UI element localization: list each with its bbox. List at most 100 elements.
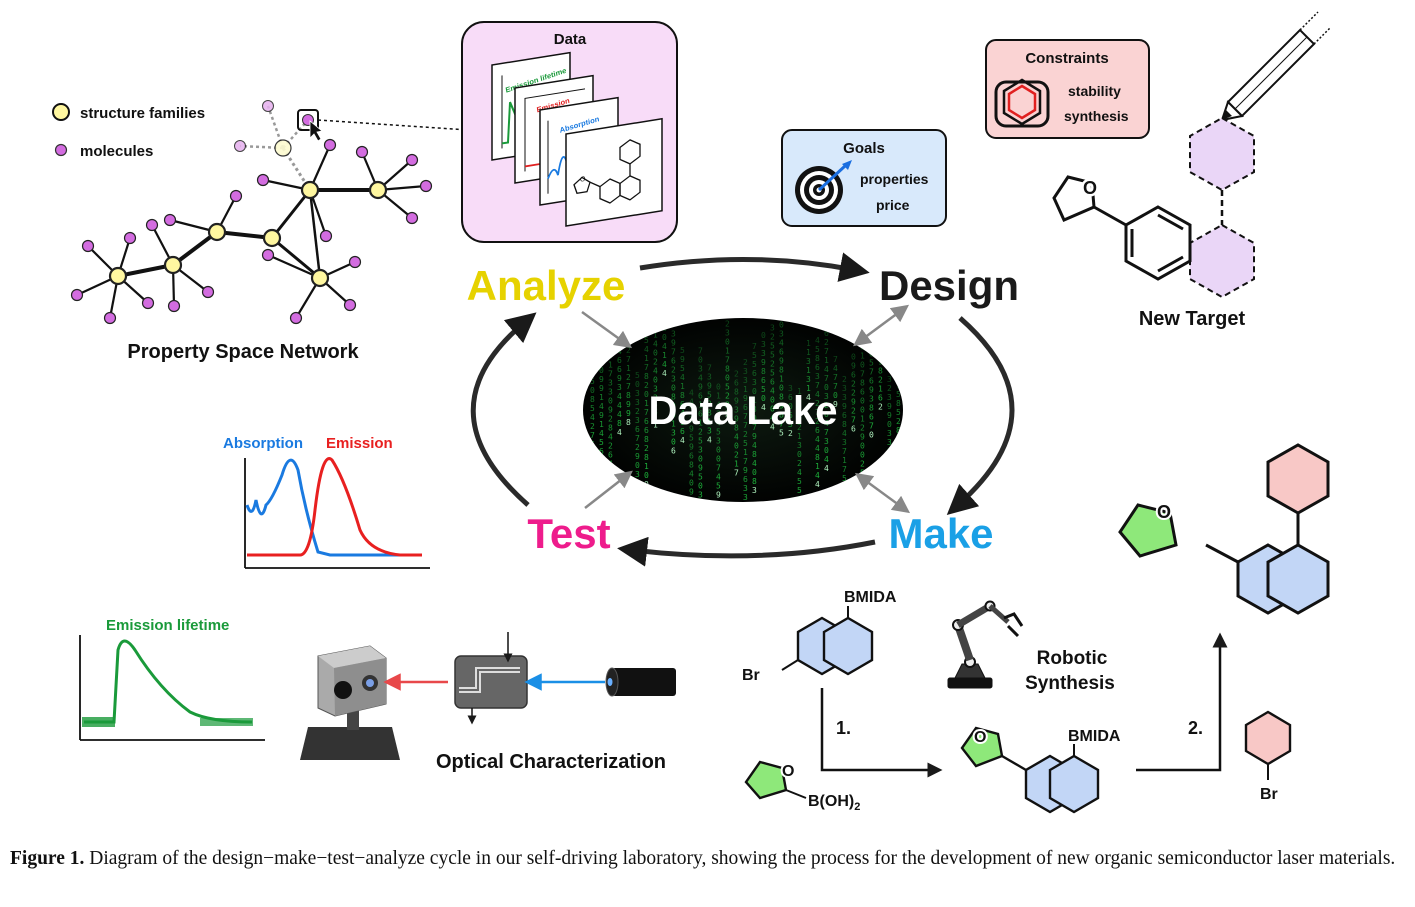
svg-text:8: 8 bbox=[653, 322, 658, 331]
svg-text:1: 1 bbox=[797, 387, 802, 396]
svg-text:0: 0 bbox=[779, 383, 784, 392]
svg-text:5: 5 bbox=[590, 377, 595, 386]
svg-text:3: 3 bbox=[752, 486, 757, 495]
svg-text:6: 6 bbox=[608, 451, 613, 460]
svg-text:2: 2 bbox=[716, 410, 721, 419]
svg-text:8: 8 bbox=[896, 426, 901, 435]
svg-text:2: 2 bbox=[725, 409, 730, 418]
molecule-node bbox=[343, 298, 357, 312]
caption-figure-label: Figure 1. bbox=[10, 848, 85, 869]
svg-text:2: 2 bbox=[725, 391, 730, 400]
svg-text:3: 3 bbox=[779, 329, 784, 338]
svg-text:7: 7 bbox=[752, 342, 757, 351]
svg-text:9: 9 bbox=[689, 487, 694, 496]
svg-text:1: 1 bbox=[671, 420, 676, 429]
target-icon bbox=[795, 160, 852, 214]
svg-text:4: 4 bbox=[698, 374, 703, 383]
svg-text:3: 3 bbox=[635, 389, 640, 398]
svg-text:2: 2 bbox=[797, 423, 802, 432]
svg-text:2: 2 bbox=[644, 381, 649, 390]
svg-text:1: 1 bbox=[779, 374, 784, 383]
svg-text:6: 6 bbox=[590, 440, 595, 449]
svg-text:4: 4 bbox=[716, 401, 721, 410]
arrow-design-lake bbox=[852, 304, 910, 347]
svg-text:3: 3 bbox=[770, 324, 775, 333]
svg-text:5: 5 bbox=[896, 408, 901, 417]
svg-text:0: 0 bbox=[860, 442, 865, 451]
svg-text:6: 6 bbox=[869, 412, 874, 421]
svg-text:5: 5 bbox=[725, 382, 730, 391]
svg-text:1: 1 bbox=[878, 384, 883, 393]
svg-text:0: 0 bbox=[725, 373, 730, 382]
boronic-oxygen: O bbox=[782, 763, 794, 780]
step1-arrow bbox=[820, 688, 943, 778]
svg-text:8: 8 bbox=[842, 420, 847, 429]
svg-text:7: 7 bbox=[842, 465, 847, 474]
svg-text:6: 6 bbox=[842, 411, 847, 420]
svg-text:3: 3 bbox=[896, 372, 901, 381]
svg-text:4: 4 bbox=[770, 414, 775, 423]
svg-text:0: 0 bbox=[842, 510, 847, 519]
svg-text:3: 3 bbox=[743, 493, 748, 502]
svg-text:6: 6 bbox=[743, 403, 748, 412]
molecule-node bbox=[323, 138, 337, 152]
svg-text:9: 9 bbox=[887, 411, 892, 420]
svg-text:5: 5 bbox=[797, 477, 802, 486]
legend-families-label: structure families bbox=[80, 105, 205, 122]
svg-text:3: 3 bbox=[635, 470, 640, 479]
svg-text:3: 3 bbox=[797, 441, 802, 450]
svg-text:8: 8 bbox=[689, 460, 694, 469]
svg-text:2: 2 bbox=[734, 370, 739, 379]
robot-arm-icon bbox=[947, 600, 1024, 689]
svg-text:2: 2 bbox=[896, 417, 901, 426]
legend-family-dot bbox=[52, 103, 70, 121]
svg-text:5: 5 bbox=[689, 496, 694, 505]
svg-text:9: 9 bbox=[689, 424, 694, 433]
svg-text:0: 0 bbox=[698, 455, 703, 464]
svg-text:0: 0 bbox=[698, 482, 703, 491]
svg-text:3: 3 bbox=[887, 429, 892, 438]
robotic-label-2: Synthesis bbox=[1025, 673, 1115, 694]
svg-text:2: 2 bbox=[653, 403, 658, 412]
svg-text:1: 1 bbox=[806, 384, 811, 393]
svg-text:5: 5 bbox=[770, 342, 775, 351]
svg-text:8: 8 bbox=[608, 424, 613, 433]
svg-text:5: 5 bbox=[680, 346, 685, 355]
svg-text:1: 1 bbox=[590, 350, 595, 359]
svg-text:3: 3 bbox=[608, 352, 613, 361]
svg-text:9: 9 bbox=[887, 456, 892, 465]
svg-text:4: 4 bbox=[797, 468, 802, 477]
svg-text:0: 0 bbox=[860, 343, 865, 352]
svg-text:9: 9 bbox=[851, 398, 856, 407]
svg-text:3: 3 bbox=[887, 375, 892, 384]
svg-text:1: 1 bbox=[734, 460, 739, 469]
svg-text:2: 2 bbox=[842, 375, 847, 384]
molecule-node bbox=[405, 153, 419, 167]
svg-text:0: 0 bbox=[635, 380, 640, 389]
svg-text:0: 0 bbox=[824, 446, 829, 455]
svg-text:4: 4 bbox=[824, 419, 829, 428]
svg-text:8: 8 bbox=[779, 410, 784, 419]
svg-text:8: 8 bbox=[644, 372, 649, 381]
family-node bbox=[300, 180, 320, 200]
step2-label: 2. bbox=[1188, 718, 1203, 738]
svg-text:8: 8 bbox=[860, 379, 865, 388]
svg-text:4: 4 bbox=[716, 473, 721, 482]
svg-text:6: 6 bbox=[761, 376, 766, 385]
goals-item1: properties bbox=[860, 171, 929, 187]
step2-arrow bbox=[1136, 632, 1228, 772]
svg-text:3: 3 bbox=[788, 384, 793, 393]
svg-text:4: 4 bbox=[815, 444, 820, 453]
matrix-code-rain: 1245085427604154109914914562425317330928… bbox=[590, 318, 901, 519]
svg-text:5: 5 bbox=[770, 351, 775, 360]
svg-text:7: 7 bbox=[725, 355, 730, 364]
svg-text:8: 8 bbox=[752, 450, 757, 459]
svg-text:1: 1 bbox=[797, 432, 802, 441]
svg-text:2: 2 bbox=[743, 358, 748, 367]
svg-text:2: 2 bbox=[590, 359, 595, 368]
svg-text:5: 5 bbox=[716, 428, 721, 437]
svg-text:3: 3 bbox=[608, 379, 613, 388]
arrow-test-analyze bbox=[470, 312, 537, 507]
svg-text:4: 4 bbox=[779, 338, 784, 347]
network-graph bbox=[70, 100, 433, 325]
